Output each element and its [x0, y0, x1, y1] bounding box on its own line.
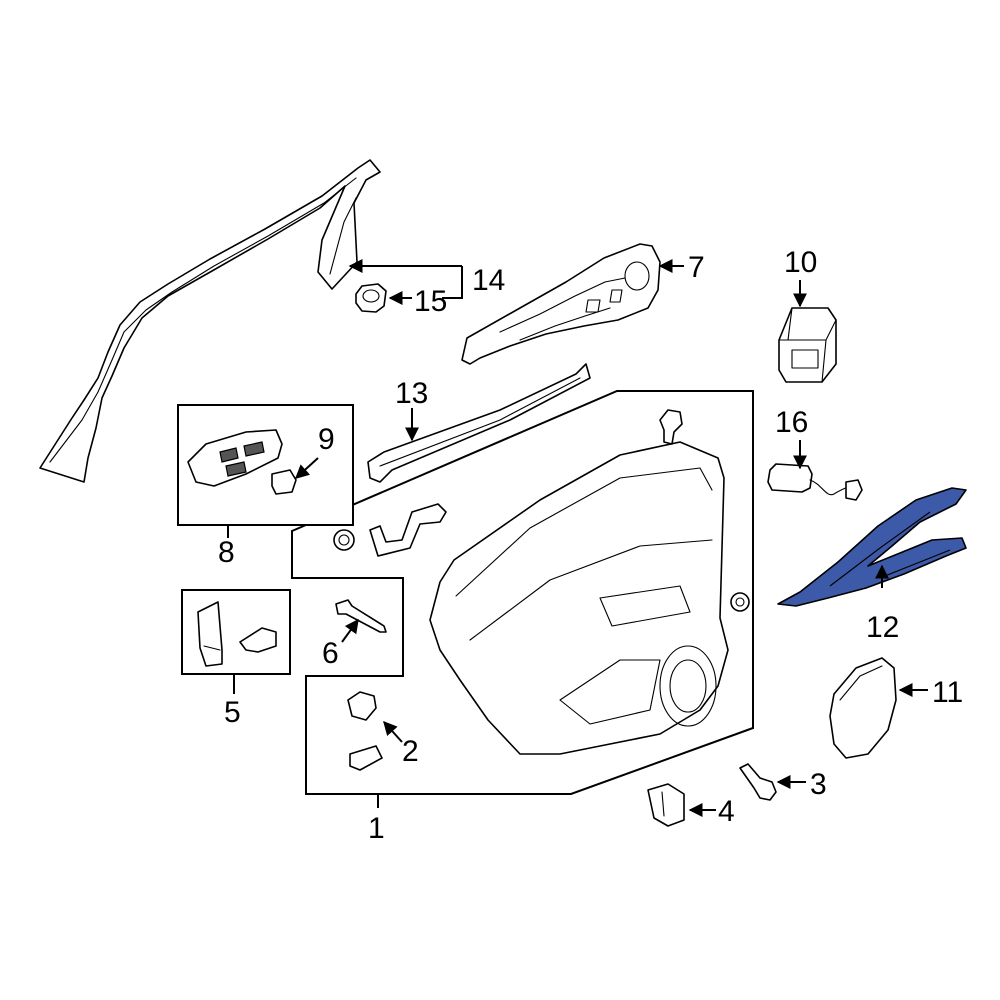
callout-7: 7	[688, 251, 705, 284]
callout-2: 2	[402, 735, 419, 768]
panel-push-pin[interactable]	[659, 409, 683, 445]
callout-14: 14	[472, 264, 505, 297]
callout-5: 5	[224, 696, 241, 729]
callout-12: 12	[866, 611, 899, 644]
callout-1: 1	[368, 812, 385, 845]
bracket-clip[interactable]	[647, 783, 685, 827]
highlighted-trim-shape	[777, 487, 967, 607]
reinforcement-bracket[interactable]	[369, 503, 447, 557]
callout-11: 11	[932, 676, 963, 709]
callout-6: 6	[322, 637, 339, 670]
callout-15: 15	[414, 285, 447, 318]
grommet[interactable]	[333, 529, 355, 551]
retainer-clip[interactable]	[239, 627, 277, 653]
grommet-2[interactable]	[730, 592, 750, 612]
wiring-module[interactable]	[767, 463, 863, 501]
pull-handle-bracket[interactable]	[461, 243, 661, 365]
pin-bolt[interactable]	[335, 599, 387, 633]
callout-10: 10	[784, 246, 817, 279]
highlighted-trim-panel[interactable]	[777, 487, 967, 607]
callout-8: 8	[218, 536, 235, 569]
callout-3: 3	[810, 768, 827, 801]
screw[interactable]	[739, 763, 777, 801]
door-trim-panel[interactable]	[429, 441, 729, 755]
retainer-insert[interactable]	[349, 745, 383, 771]
armrest-trim[interactable]	[367, 363, 591, 483]
molding-clip[interactable]	[355, 283, 387, 313]
switch-bracket[interactable]	[271, 469, 297, 495]
callout-16: 16	[775, 406, 808, 439]
callout-4: 4	[718, 795, 735, 828]
push-clip[interactable]	[347, 691, 377, 721]
retainer-bracket[interactable]	[197, 601, 223, 667]
speaker-grille[interactable]	[829, 657, 897, 759]
door-switch[interactable]	[778, 307, 837, 383]
window-switch-panel[interactable]	[187, 429, 283, 487]
callout-13: 13	[395, 377, 428, 410]
callout-9: 9	[318, 423, 335, 456]
